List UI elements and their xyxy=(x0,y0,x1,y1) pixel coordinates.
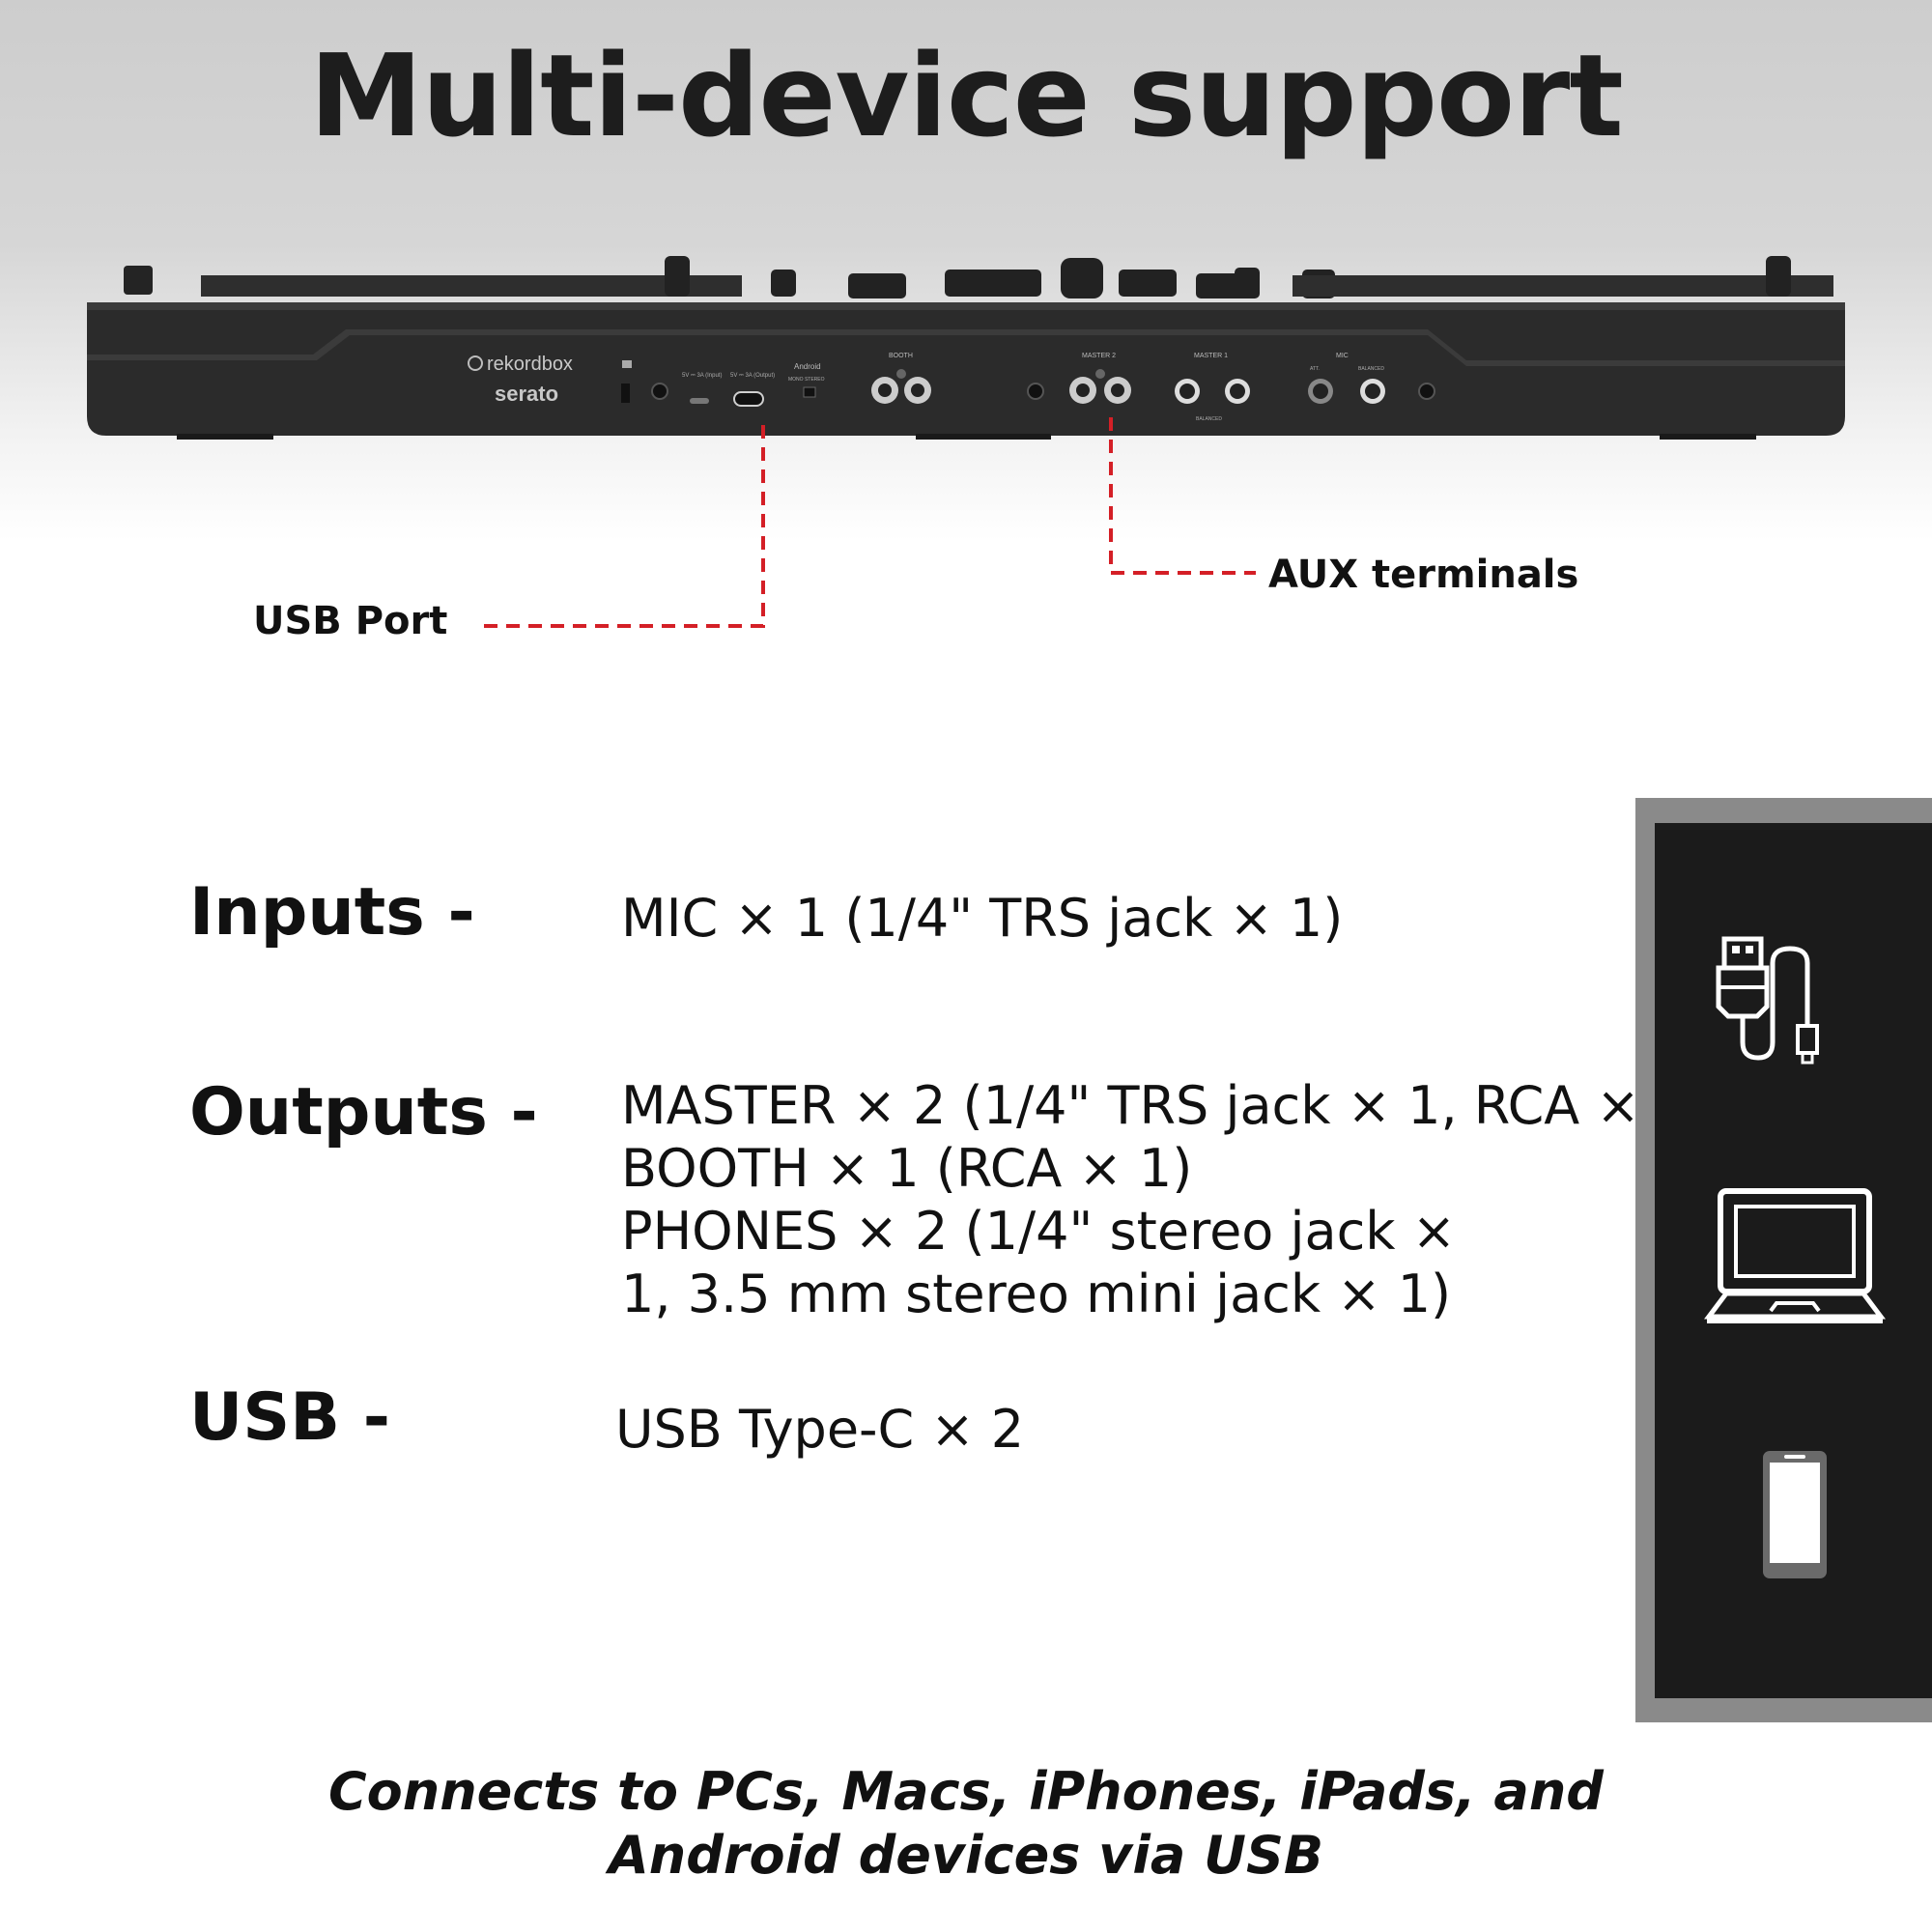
inputs-value: MIC × 1 (1/4" TRS jack × 1) xyxy=(621,888,1344,949)
master1-label: MASTER 1 xyxy=(1194,353,1228,359)
booth-label: BOOTH xyxy=(889,353,913,359)
footer-line: Android devices via USB xyxy=(609,1825,1323,1886)
usb-port-callout: USB Port xyxy=(253,599,448,643)
outputs-line: PHONES × 2 (1/4" stereo jack × xyxy=(621,1201,1456,1262)
outputs-label: Outputs - xyxy=(189,1074,538,1151)
master1-balanced-label: BALANCED xyxy=(1196,416,1222,422)
usb-input-caption: 5V ⎓ 3A (Input) xyxy=(682,373,722,379)
page-title: Multi-device support xyxy=(309,29,1623,162)
brand-serato: serato xyxy=(495,382,558,406)
att-label: ATT. xyxy=(1310,366,1320,372)
inputs-label: Inputs - xyxy=(189,874,475,951)
usb-spec-label: USB - xyxy=(189,1379,390,1456)
smartphone-icon xyxy=(1763,1451,1827,1578)
master2-label: MASTER 2 xyxy=(1082,353,1116,359)
device-icons-panel-inner xyxy=(1655,823,1932,1698)
android-label: Android xyxy=(794,362,821,371)
mic-label: MIC xyxy=(1336,353,1349,359)
footer-caption: Connects to PCs, Macs, iPhones, iPads, a… xyxy=(0,1760,1932,1888)
device-icons-panel xyxy=(1635,798,1932,1722)
dj-controller-rear-panel: rekordbox serato 5V ⎓ 3A (Input) 5V ⎓ 3A… xyxy=(87,256,1845,440)
laptop-icon xyxy=(1704,1188,1886,1323)
outputs-line: MASTER × 2 (1/4" TRS jack × 1, RCA × 1) xyxy=(621,1075,1711,1136)
outputs-line: 1, 3.5 mm stereo mini jack × 1) xyxy=(621,1264,1452,1324)
footer-line: Connects to PCs, Macs, iPhones, iPads, a… xyxy=(328,1761,1604,1822)
mono-stereo-label: MONO STEREO xyxy=(788,377,825,383)
outputs-line: BOOTH × 1 (RCA × 1) xyxy=(621,1138,1193,1199)
outputs-value: MASTER × 2 (1/4" TRS jack × 1, RCA × 1) … xyxy=(621,1074,1710,1325)
usb-cable-icon xyxy=(1716,936,1819,1065)
aux-terminals-callout: AUX terminals xyxy=(1268,553,1579,597)
usb-output-caption: 5V ⎓ 3A (Output) xyxy=(730,373,775,379)
usb-spec-value: USB Type-C × 2 xyxy=(615,1399,1025,1460)
brand-rekordbox: rekordbox xyxy=(487,354,573,375)
mic-balanced-label: BALANCED xyxy=(1358,366,1384,372)
